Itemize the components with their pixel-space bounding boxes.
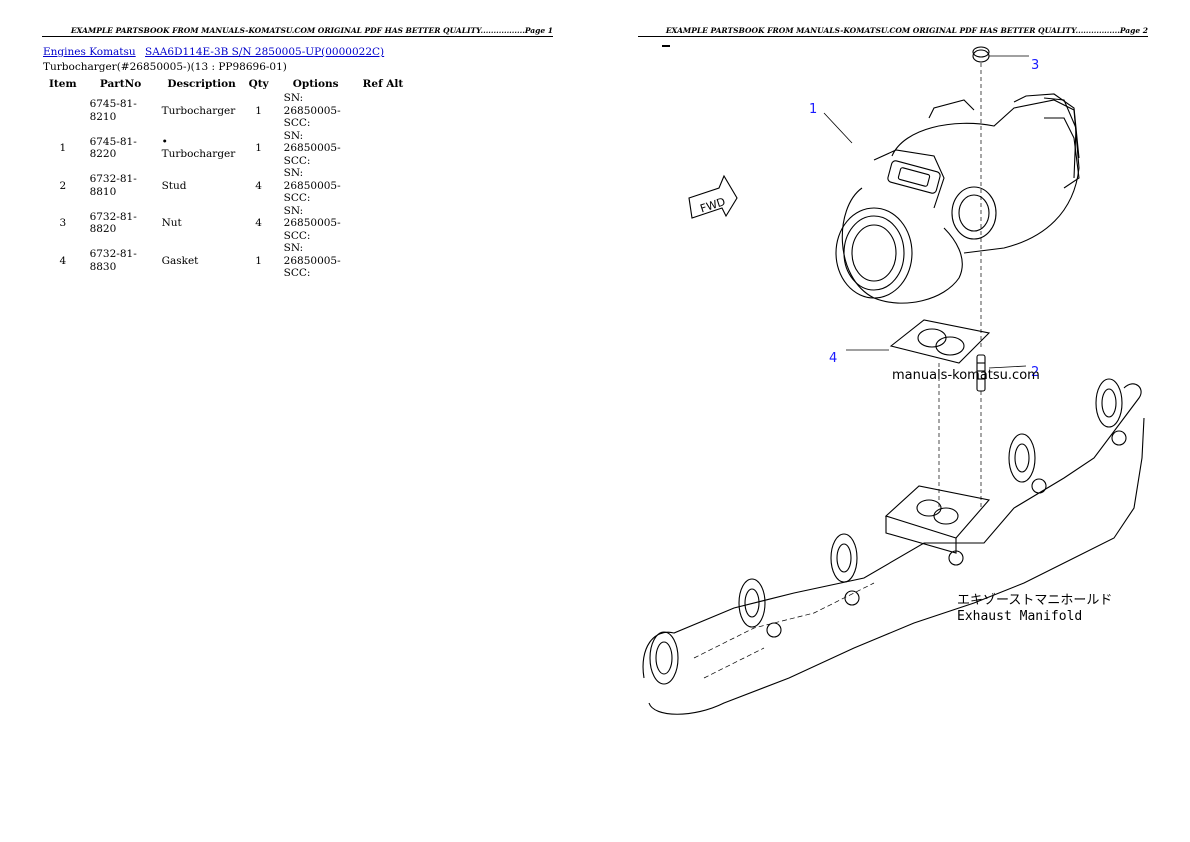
col-item: Item [49,78,77,90]
breadcrumb: Engines Komatsu SAA6D114E-3B S/N 2850005… [43,46,390,58]
cell-options: SN: 26850005-SCC: [283,242,341,279]
fwd-label: FWD [699,195,727,215]
col-options: Options [292,78,339,90]
cell-partno: 6732-81-8820 [89,210,137,236]
page-header-right: EXAMPLE PARTSBOOK FROM MANUALS-KOMATSU.C… [638,26,1148,37]
breadcrumb-link-engines[interactable]: Engines Komatsu [43,46,136,58]
exploded-parts-diagram: FWD [642,45,1145,715]
table-row: 6745-81-8210 Turbocharger 1 SN: 26850005… [44,92,408,130]
cell-qty: 1 [255,254,262,267]
cell-qty: 1 [255,142,262,154]
cell-partno: 6745-81-8220 [89,135,137,161]
callout-1: 1 [809,102,817,117]
cell-partno: 6745-81-8210 [89,98,137,123]
page-header-left: EXAMPLE PARTSBOOK FROM MANUALS-KOMATSU.C… [42,26,553,37]
stud-drawing [976,354,986,508]
cell-description: Gasket [161,254,199,267]
table-row: 1 6745-81-8220 • Turbocharger 1 SN: 2685… [44,130,408,168]
table-row: 3 6732-81-8820 Nut 4 SN: 26850005-SCC: [44,205,408,243]
cell-refalt [358,92,409,130]
cell-refalt [358,205,409,243]
gasket-drawing [889,319,991,508]
cell-qty: 4 [255,179,262,192]
cell-refalt [358,130,409,168]
cell-options: SN: 26850005-SCC: [283,204,341,242]
page-subtitle: Turbocharger(#26850005-)(13 : PP98696-01… [43,61,287,73]
table-header-row: Item PartNo Description Qty Options Ref … [44,76,408,92]
cell-description: Turbocharger [161,104,236,117]
cell-description: • Turbocharger [161,135,236,161]
cell-refalt [358,167,409,205]
cell-description: Stud [161,179,187,192]
col-qty: Qty [248,78,269,90]
table-row: 4 6732-81-8830 Gasket 1 SN: 26850005-SCC… [44,242,408,280]
cell-description: Nut [161,217,182,229]
breadcrumb-link-model[interactable]: SAA6D114E-3B S/N 2850005-UP(0000022C) [145,46,385,58]
cell-item: 4 [59,254,67,267]
cell-refalt [358,242,409,280]
callout-2: 2 [1031,365,1039,380]
cell-partno: 6732-81-8830 [89,248,137,273]
manifold-label-en: Exhaust Manifold [957,609,1082,624]
cell-options: SN: 26850005-SCC: [283,167,341,204]
watermark-text: manuals-komatsu.com [892,368,1040,383]
parts-table: Item PartNo Description Qty Options Ref … [44,76,408,280]
col-description: Description [167,78,236,90]
cell-item [44,92,82,130]
cell-item: 2 [59,179,67,192]
col-partno: PartNo [99,78,142,90]
cell-partno: 6732-81-8810 [89,173,137,198]
manifold-label-jp: エキゾーストマニホールド [957,593,1112,608]
exhaust-manifold-drawing [642,378,1145,715]
cell-qty: 1 [255,104,262,117]
cell-options: SN: 26850005-SCC: [283,129,341,167]
col-refalt: Ref Alt [362,78,404,90]
fwd-arrow-drawing [688,174,738,219]
cell-item: 3 [59,217,67,229]
turbocharger-drawing [835,93,1080,304]
callout-4: 4 [829,351,837,366]
cell-qty: 4 [255,217,262,229]
callout-3: 3 [1031,58,1039,73]
cell-options: SN: 26850005-SCC: [283,92,341,129]
table-row: 2 6732-81-8810 Stud 4 SN: 26850005-SCC: [44,167,408,205]
cell-item: 1 [59,142,67,154]
